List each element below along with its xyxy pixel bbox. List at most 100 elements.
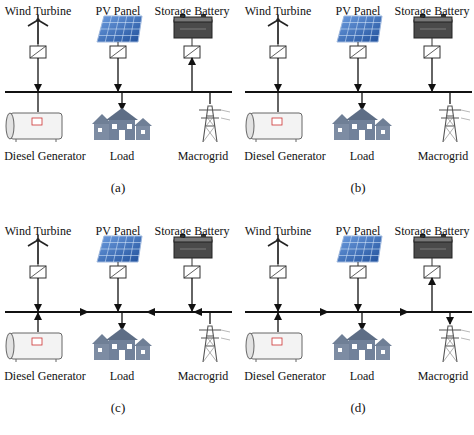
wind-turbine-icon xyxy=(28,235,48,278)
diesel-generator-label: Diesel Generator xyxy=(244,366,326,384)
load-arrow xyxy=(362,93,363,110)
component-name: Load xyxy=(110,149,135,163)
load-label: Load xyxy=(110,366,135,384)
macrogrid-icon xyxy=(199,326,230,362)
load-icon xyxy=(332,328,392,360)
component-name: PV Panel xyxy=(336,4,381,18)
bus-line xyxy=(5,92,232,93)
component-name: Load xyxy=(350,369,375,383)
bus-arrow xyxy=(400,308,409,316)
component-name: Diesel Generator xyxy=(244,149,326,163)
bus-line xyxy=(245,92,472,93)
wind-turbine-label: Wind Turbine xyxy=(245,1,312,19)
diesel-generator-label: Diesel Generator xyxy=(4,146,86,164)
grid-arrow xyxy=(210,313,211,324)
pv-arrow xyxy=(358,278,359,311)
diesel-generator-icon xyxy=(246,113,302,142)
pv-arrow xyxy=(118,58,119,91)
load-arrow xyxy=(122,93,123,110)
wind-turbine-icon xyxy=(268,235,288,278)
wind-arrow xyxy=(38,58,39,91)
macrogrid-label: Macrogrid xyxy=(178,366,229,384)
component-name: Wind Turbine xyxy=(245,4,312,18)
diesel-generator-label: Diesel Generator xyxy=(244,146,326,164)
component-name: Load xyxy=(110,369,135,383)
component-name: Wind Turbine xyxy=(245,224,312,238)
wind-arrow xyxy=(278,278,279,311)
load-icon xyxy=(92,328,152,360)
battery-icon xyxy=(174,14,212,58)
battery-arrow xyxy=(432,58,433,91)
pv-panel-label: PV Panel xyxy=(96,221,141,239)
battery-label: Storage Battery xyxy=(155,1,230,19)
diesel-generator-icon xyxy=(6,333,62,362)
bus-arrow xyxy=(80,308,89,316)
grid-arrow xyxy=(450,313,451,324)
component-name: Macrogrid xyxy=(418,369,469,383)
load-icon xyxy=(92,108,152,140)
panel xyxy=(245,234,472,362)
battery-arrow xyxy=(432,278,433,311)
diesel-arrow xyxy=(278,313,279,332)
wind-arrow xyxy=(38,278,39,311)
pv-panel-label: PV Panel xyxy=(336,1,381,19)
component-name: Storage Battery xyxy=(395,4,470,18)
load-label: Load xyxy=(350,146,375,164)
bus-line xyxy=(245,312,472,313)
load-label: Load xyxy=(110,146,135,164)
battery-arrow xyxy=(192,58,193,91)
macrogrid-label: Macrogrid xyxy=(178,146,229,164)
panel xyxy=(5,234,232,362)
component-name: PV Panel xyxy=(96,4,141,18)
pv-panel-label: PV Panel xyxy=(336,221,381,239)
component-name: Diesel Generator xyxy=(4,149,86,163)
component-name: Load xyxy=(350,149,375,163)
pv-panel-icon xyxy=(337,236,382,278)
panel xyxy=(5,14,232,142)
wind-turbine-label: Wind Turbine xyxy=(5,1,72,19)
wind-turbine-label: Wind Turbine xyxy=(5,221,72,239)
diesel-arrow xyxy=(38,313,39,332)
pv-panel-icon xyxy=(97,16,142,58)
load-label: Load xyxy=(350,366,375,384)
panel-label: (c) xyxy=(111,400,125,415)
diesel-generator-icon xyxy=(246,333,302,362)
load-arrow xyxy=(122,313,123,330)
load-arrow xyxy=(362,313,363,330)
component-name: Macrogrid xyxy=(418,149,469,163)
load-icon xyxy=(332,108,392,140)
wind-turbine-icon xyxy=(28,15,48,58)
battery-label: Storage Battery xyxy=(395,1,470,19)
diesel-generator-label: Diesel Generator xyxy=(4,366,86,384)
macrogrid-icon xyxy=(439,106,470,142)
component-name: Diesel Generator xyxy=(244,369,326,383)
pv-panel-label: PV Panel xyxy=(96,1,141,19)
panel-label: (b) xyxy=(350,180,365,195)
grid-arrow xyxy=(450,93,451,104)
macrogrid-icon xyxy=(199,106,230,142)
panel-label: (d) xyxy=(350,400,365,415)
wind-arrow xyxy=(278,58,279,91)
component-name: PV Panel xyxy=(96,224,141,238)
pv-panel-icon xyxy=(97,236,142,278)
diesel-arrow xyxy=(38,93,39,112)
diesel-generator-icon xyxy=(6,113,62,142)
battery-icon xyxy=(414,234,452,278)
panel xyxy=(245,14,472,142)
grid-arrow xyxy=(210,93,211,104)
component-name: Wind Turbine xyxy=(5,224,72,238)
component-name: Storage Battery xyxy=(155,224,230,238)
battery-label: Storage Battery xyxy=(395,221,470,239)
bus-arrow xyxy=(193,308,202,316)
component-name: Storage Battery xyxy=(155,4,230,18)
macrogrid-label: Macrogrid xyxy=(418,366,469,384)
macrogrid-label: Macrogrid xyxy=(418,146,469,164)
diesel-arrow xyxy=(278,93,279,112)
bus-arrow xyxy=(146,308,155,316)
component-name: Wind Turbine xyxy=(5,4,72,18)
wind-turbine-label: Wind Turbine xyxy=(245,221,312,239)
component-name: Macrogrid xyxy=(178,149,229,163)
bus-arrow xyxy=(320,308,329,316)
component-name: Macrogrid xyxy=(178,369,229,383)
